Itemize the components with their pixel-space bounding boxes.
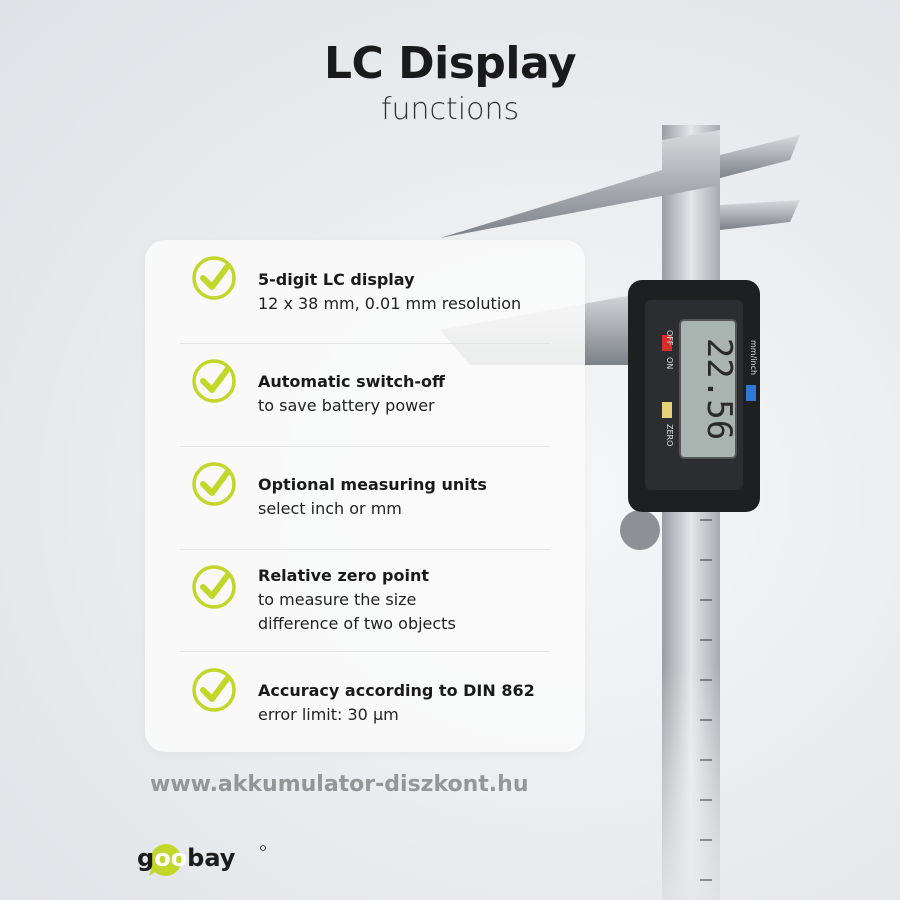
divider	[180, 549, 550, 550]
check-circle-icon	[192, 256, 236, 300]
feature-title: Relative zero point	[258, 566, 430, 585]
feature-title: Optional measuring units	[258, 475, 487, 494]
feature-desc: error limit: 30 µm	[258, 705, 399, 724]
feature-desc: to save battery power	[258, 396, 435, 415]
divider	[180, 446, 550, 447]
divider	[180, 343, 550, 344]
lcd-reading: 22.56	[699, 338, 739, 440]
upper-jaw	[440, 130, 720, 238]
off-button-label: OFF	[665, 330, 674, 346]
goobay-logo: goobay	[137, 843, 266, 876]
features-card: 5-digit LC display 12 x 38 mm, 0.01 mm re…	[145, 240, 585, 752]
svg-text:goobay: goobay	[137, 844, 236, 872]
scale-ticks	[700, 519, 712, 881]
watermark: www.akkumulator-diszkont.hu	[150, 772, 529, 797]
feature-desc: select inch or mm	[258, 499, 402, 518]
check-circle-icon	[192, 359, 236, 403]
feature-title: Accuracy according to DIN 862	[258, 681, 535, 700]
page-title: LC Display	[323, 38, 577, 89]
feature-desc: 12 x 38 mm, 0.01 mm resolution	[258, 294, 522, 313]
check-circle-icon	[192, 565, 236, 609]
zero-button-label: ZERO	[665, 424, 674, 446]
check-circle-icon	[192, 462, 236, 506]
feature-desc: difference of two objects	[258, 614, 456, 633]
divider	[180, 651, 550, 652]
unit-button-label: mm/inch	[749, 340, 758, 375]
lcd-screen	[679, 319, 737, 459]
check-circle-icon	[192, 668, 236, 712]
page-subtitle: functions	[380, 92, 520, 127]
feature-desc: to measure the size	[258, 590, 417, 609]
feature-title: Automatic switch-off	[258, 372, 445, 391]
feature-title: 5-digit LC display	[258, 270, 415, 289]
on-button-label: ON	[665, 357, 674, 369]
